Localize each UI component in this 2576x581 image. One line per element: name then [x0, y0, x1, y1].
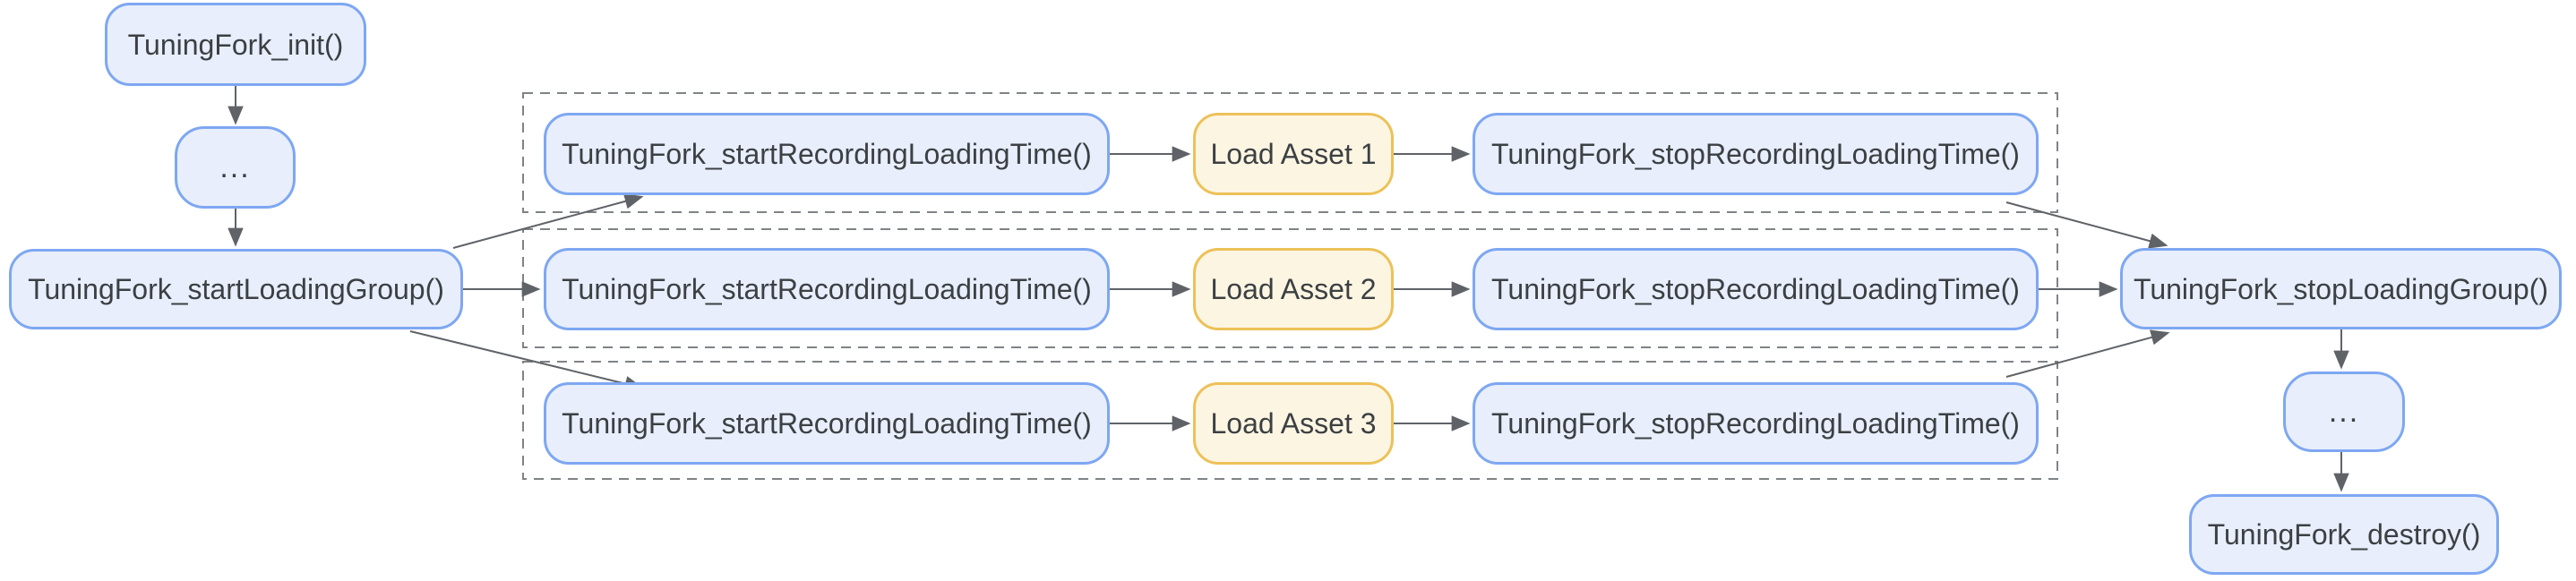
node-row2-load-asset: Load Asset 2: [1193, 248, 1394, 330]
node-row3-load-asset: Load Asset 3: [1193, 382, 1394, 465]
node-tuningfork-init: TuningFork_init(): [105, 3, 366, 86]
node-row1-stop-recording: TuningFork_stopRecordingLoadingTime(): [1473, 113, 2039, 195]
arrow-start-group-to-row3: [409, 330, 644, 392]
node-row3-stop-recording: TuningFork_stopRecordingLoadingTime(): [1473, 382, 2039, 465]
arrow-row1-to-stop-group: [2005, 201, 2168, 249]
row-frame-2: [522, 228, 2058, 348]
node-ellipsis-bottom: ...: [2283, 372, 2405, 452]
node-tuningfork-destroy: TuningFork_destroy(): [2189, 494, 2499, 575]
node-ellipsis-top: ...: [175, 126, 296, 209]
node-row1-start-recording: TuningFork_startRecordingLoadingTime(): [544, 113, 1110, 195]
node-row3-start-recording: TuningFork_startRecordingLoadingTime(): [544, 382, 1110, 465]
node-row2-start-recording: TuningFork_startRecordingLoadingTime(): [544, 248, 1110, 330]
arrow-row3-to-stop-group: [2005, 329, 2170, 378]
node-stop-loading-group: TuningFork_stopLoadingGroup(): [2120, 248, 2562, 329]
node-start-loading-group: TuningFork_startLoadingGroup(): [9, 249, 463, 329]
node-row2-stop-recording: TuningFork_stopRecordingLoadingTime(): [1473, 248, 2039, 330]
node-row1-load-asset: Load Asset 1: [1193, 113, 1394, 195]
row-frame-3: [522, 361, 2058, 480]
row-frame-1: [522, 92, 2058, 213]
arrow-start-group-to-row1: [452, 193, 644, 249]
